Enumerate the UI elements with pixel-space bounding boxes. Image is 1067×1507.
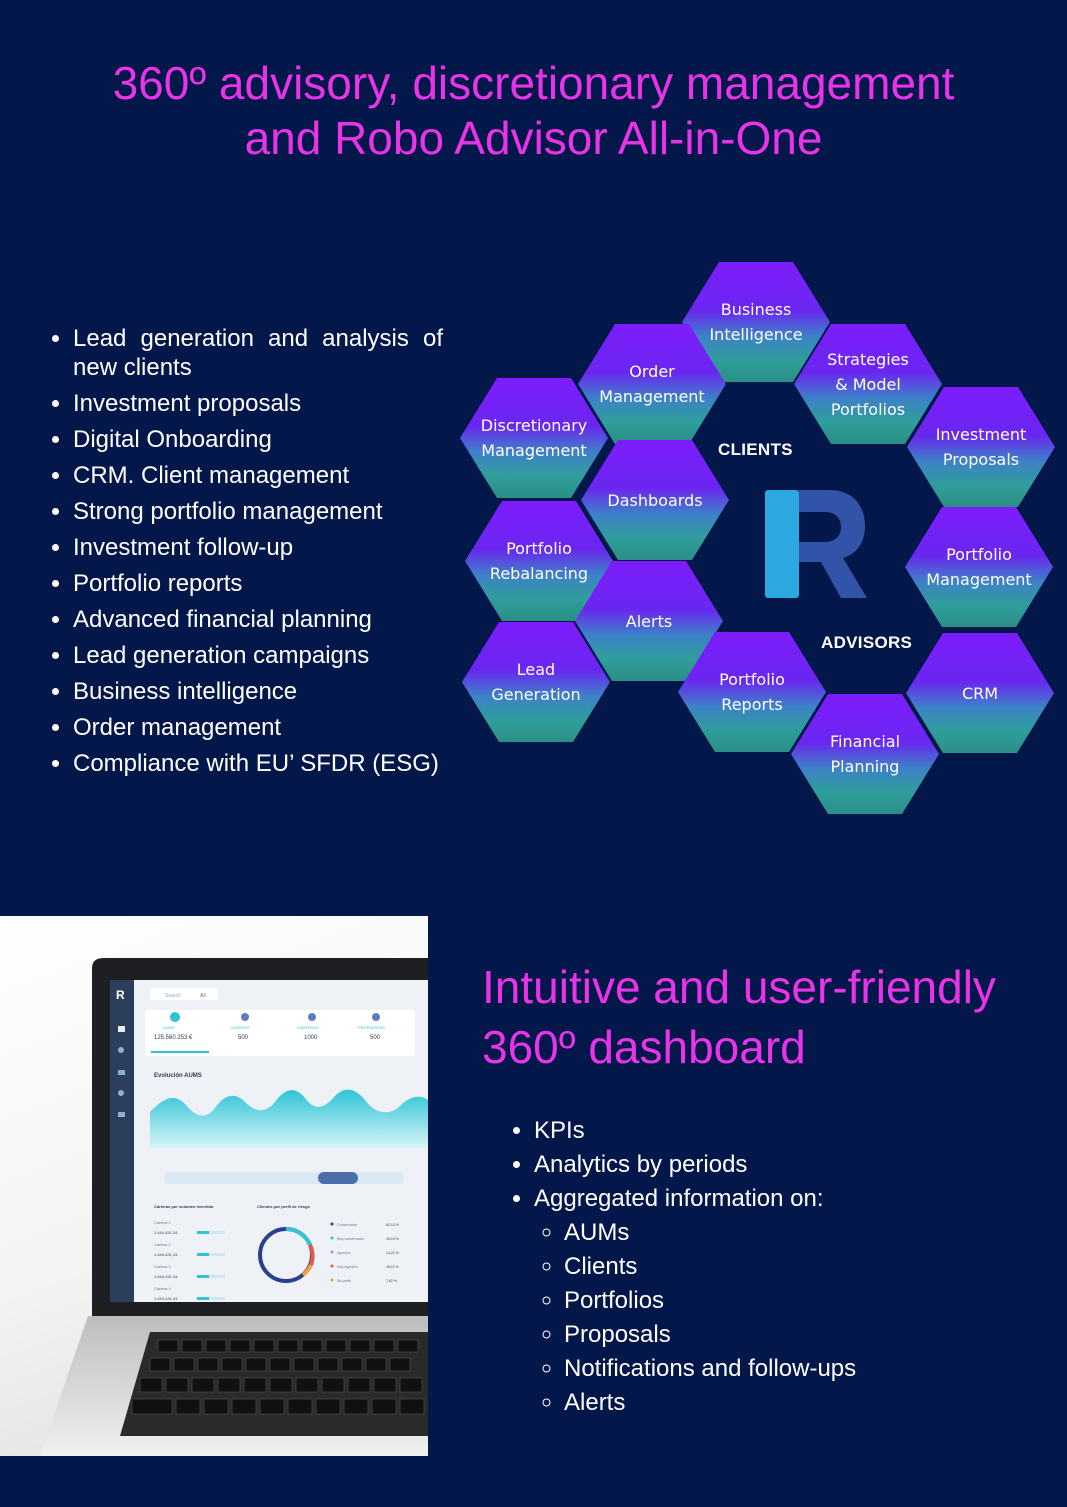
screen-legend-name: Muy Agresivo xyxy=(337,1265,358,1269)
kpi-value: 1000 xyxy=(304,1035,318,1041)
screen-row-name: Cartera 4 xyxy=(154,1286,171,1291)
kpi-label: CARTERAS xyxy=(297,1025,319,1030)
screen-row-value: 1.444.431,34 xyxy=(154,1296,178,1301)
feature-item: Lead generation and analysis of new clie… xyxy=(73,324,443,382)
dashboard-section-title: Intuitive and user-friendly 360º dashboa… xyxy=(482,961,996,1073)
feature-item: Strong portfolio management xyxy=(73,497,443,526)
hex-label: CRM xyxy=(961,683,999,703)
dashboard-subitem: AUMs xyxy=(564,1216,856,1250)
dashboard-subitem: Portfolios xyxy=(564,1284,856,1318)
hex-strategies-model-portfolios: Strategies & Model Portfolios xyxy=(794,324,942,444)
hex-label: Alerts xyxy=(625,611,673,631)
feature-item: Portfolio reports xyxy=(73,569,443,598)
dashboard-subitem: Notifications and follow-ups xyxy=(564,1352,856,1386)
hex-order-management: Order Management xyxy=(578,324,726,444)
dashboard-item: KPIs xyxy=(534,1114,856,1148)
screen-legend-name: Sin perfil xyxy=(337,1279,351,1283)
r-logo-icon xyxy=(765,490,867,598)
hex-label: Business Intelligence xyxy=(709,300,803,344)
feature-item: CRM. Client management xyxy=(73,461,443,490)
kpi-value: 500 xyxy=(370,1035,381,1041)
screen-legend-name: Conservador xyxy=(337,1223,358,1227)
feature-item: Digital Onboarding xyxy=(73,425,443,454)
dashboard-subitem: Clients xyxy=(564,1250,856,1284)
hex-label: Dashboards xyxy=(607,490,703,510)
screen-row-name: Cartera 1 xyxy=(154,1220,171,1225)
screen-row-name: Cartera 2 xyxy=(154,1242,171,1247)
screen-row-name: Cartera 3 xyxy=(154,1264,171,1269)
features-list: Lead generation and analysis of new clie… xyxy=(40,324,443,785)
feature-item: Advanced financial planning xyxy=(73,605,443,634)
hex-label: Portfolio Reports xyxy=(719,670,785,714)
feature-item: Business intelligence xyxy=(73,677,443,706)
screen-right-panel-title: Clientes por perfil de riesgo xyxy=(257,1204,310,1209)
hex-label: Investment Proposals xyxy=(935,425,1027,469)
title-line-2: and Robo Advisor All-in-One xyxy=(244,112,823,164)
laptop-dashboard-photo: R Search All AUMS CLIENTES CARTERAS PROP… xyxy=(0,916,428,1456)
screen-search-input xyxy=(150,988,218,1000)
screen-logo: R xyxy=(116,988,125,1002)
hex-label: Discretionary Management xyxy=(480,416,588,460)
screen-legend-value: 16,11 % xyxy=(386,1265,399,1269)
hex-label: Lead Generation xyxy=(491,660,581,704)
screen-search-text: Search xyxy=(165,993,181,999)
screen-area-chart xyxy=(150,1089,428,1148)
hex-label: Financial Planning xyxy=(829,732,901,776)
bell-icon xyxy=(118,1047,124,1053)
kpi-value: 125.560.253 € xyxy=(154,1035,193,1041)
feature-item: Investment follow-up xyxy=(73,533,443,562)
feature-item: Investment proposals xyxy=(73,389,443,418)
mail-icon xyxy=(118,1070,125,1075)
screen-row-value: 1.444.431,34 xyxy=(154,1230,178,1235)
hex-financial-planning: Financial Planning xyxy=(791,694,939,814)
hex-label: Order Management xyxy=(599,362,705,406)
screen-legend-value: 62,10 % xyxy=(386,1223,399,1227)
dashboard-features-list: KPIs Analytics by periods Aggregated inf… xyxy=(502,1114,856,1420)
clients-label: CLIENTS xyxy=(718,440,793,459)
kpi-label: CLIENTES xyxy=(230,1025,250,1030)
kpi-value: 500 xyxy=(238,1035,249,1041)
hex-portfolio-management: Portfolio Management xyxy=(905,507,1053,627)
dashboard-item: Aggregated information on: AUMs Clients … xyxy=(534,1182,856,1420)
dashboard-subitem: Alerts xyxy=(564,1386,856,1420)
hex-label: Portfolio Rebalancing xyxy=(489,539,589,583)
hex-label: Strategies & Model Portfolios xyxy=(827,349,909,419)
dashboard-subitem: Proposals xyxy=(564,1318,856,1352)
dashboard-item: Analytics by periods xyxy=(534,1148,856,1182)
screen-kpi-panel xyxy=(145,1010,415,1056)
screen-filter-text: All xyxy=(200,993,206,999)
hex-crm: CRM xyxy=(906,633,1054,753)
kpi-label: PROPUESTAS xyxy=(358,1025,385,1030)
laptop-illustration: R Search All AUMS CLIENTES CARTERAS PROP… xyxy=(40,958,428,1456)
dashboard-item-label: Aggregated information on: xyxy=(534,1185,824,1212)
title-line-1: 360º advisory, discretionary management xyxy=(112,57,955,109)
hex-dashboards: Dashboards xyxy=(581,440,729,560)
screen-legend-name: Muy conservador xyxy=(337,1237,365,1241)
screen-left-panel-title: Carteras por volumen invertido xyxy=(154,1204,214,1209)
screen-chart-title: Evolución AUMS xyxy=(154,1073,202,1079)
screen-range-slider xyxy=(164,1172,404,1184)
user-icon xyxy=(118,1090,124,1096)
home-icon xyxy=(118,1026,125,1032)
feature-item: Lead generation campaigns xyxy=(73,641,443,670)
kpi-label: AUMS xyxy=(163,1025,175,1030)
logout-icon xyxy=(118,1112,125,1117)
feature-item: Order management xyxy=(73,713,443,742)
screen-row-value: 1.444.431,34 xyxy=(154,1252,178,1257)
module-hexagon-diagram: Business Intelligence Order Management S… xyxy=(455,260,1055,822)
advisors-label: ADVISORS xyxy=(821,633,913,652)
screen-legend-name: Agresivo xyxy=(337,1251,351,1255)
hex-label: Portfolio Management xyxy=(926,545,1032,589)
screen-legend-value: 7,62 % xyxy=(386,1279,397,1283)
page-title: 360º advisory, discretionary management … xyxy=(0,56,1067,166)
feature-item: Compliance with EU’ SFDR (ESG) xyxy=(73,749,443,778)
hex-investment-proposals: Investment Proposals xyxy=(907,387,1055,507)
screen-legend-value: 14,22 % xyxy=(386,1251,399,1255)
aggregated-info-sublist: AUMs Clients Portfolios Proposals Notifi… xyxy=(534,1216,856,1420)
screen-legend-value: 16,19 % xyxy=(386,1237,399,1241)
screen-row-value: 1.444.431,34 xyxy=(154,1274,178,1279)
hex-portfolio-reports: Portfolio Reports xyxy=(678,632,826,752)
